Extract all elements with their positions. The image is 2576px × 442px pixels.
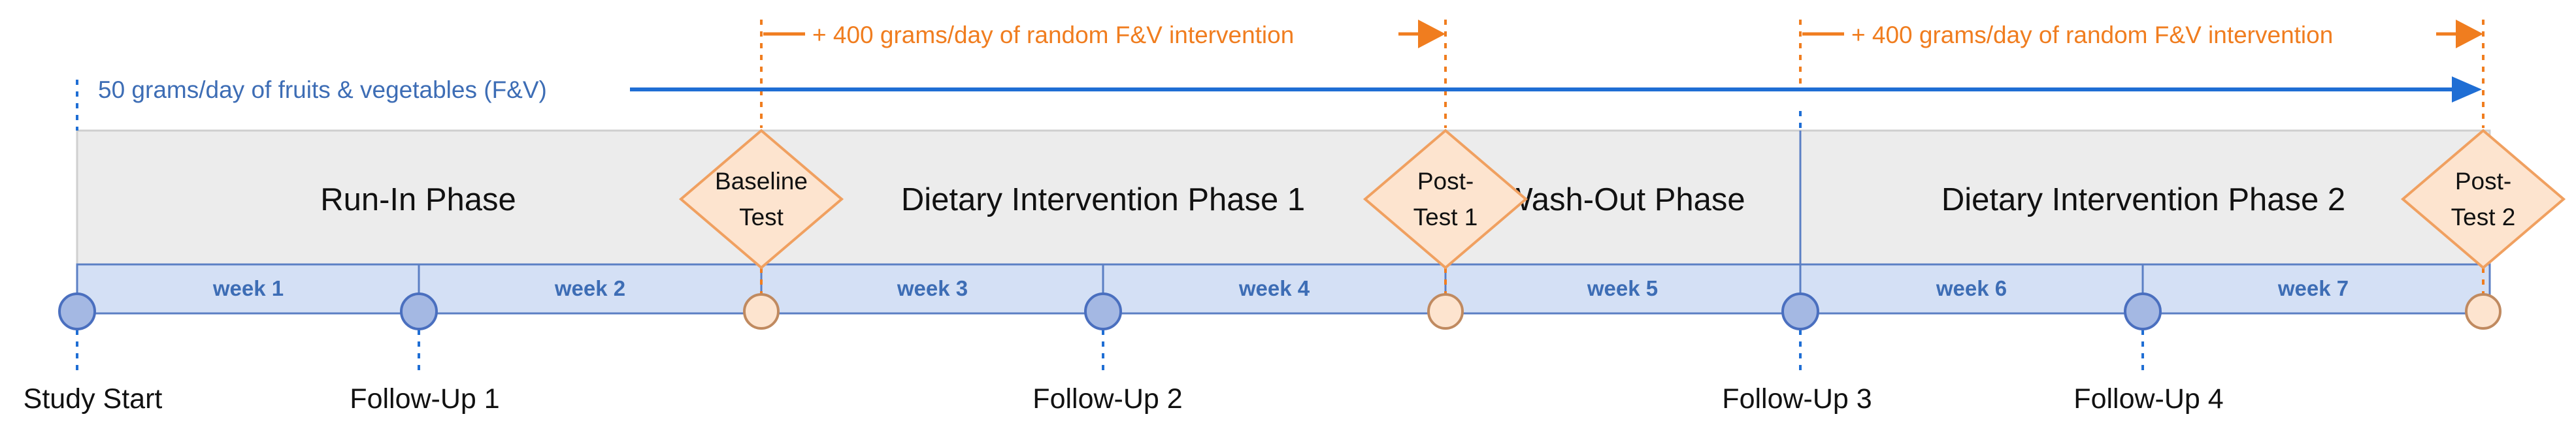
test-baseline: Baseline Test bbox=[678, 129, 844, 270]
week-band bbox=[76, 263, 2491, 315]
phase-band bbox=[76, 129, 2491, 266]
intervention-arrow-2: + 400 grams/day of random F&V interventi… bbox=[1802, 20, 2483, 48]
week-5-label: week 5 bbox=[1587, 276, 1658, 300]
week-labels: week 1 week 2 week 3 week 4 week 5 week … bbox=[212, 276, 2349, 300]
intervention-guides bbox=[760, 20, 2485, 297]
phase-run-in: Run-In Phase bbox=[320, 182, 516, 217]
milestone-follow-up-4: Follow-Up 4 bbox=[2073, 383, 2223, 415]
phase-wash-out: Wash-Out Phase bbox=[1502, 182, 1745, 217]
test-post-1-diamond bbox=[1362, 129, 1528, 270]
week-6-label: week 6 bbox=[1936, 276, 2007, 300]
node-follow-up-1 bbox=[400, 292, 438, 330]
node-baseline bbox=[743, 293, 780, 330]
base-intake-arrow: 50 grams/day of fruits & vegetables (F&V… bbox=[98, 76, 2482, 103]
test-post-2: Post- Test 2 bbox=[2400, 129, 2566, 270]
week-3-label: week 3 bbox=[897, 276, 968, 300]
week-4-label: week 4 bbox=[1238, 276, 1310, 300]
base-intake-label: 50 grams/day of fruits & vegetables (F&V… bbox=[98, 76, 547, 103]
week-1-label: week 1 bbox=[212, 276, 284, 300]
milestone-guides bbox=[76, 80, 2144, 372]
intervention-2-arrowhead bbox=[2456, 20, 2483, 48]
phase-intervention-1: Dietary Intervention Phase 1 bbox=[901, 182, 1305, 217]
test-baseline-diamond bbox=[678, 129, 844, 270]
intervention-2-label: + 400 grams/day of random F&V interventi… bbox=[1851, 22, 2333, 48]
test-post-1-line-2: Test 1 bbox=[1413, 204, 1478, 230]
node-post-test-2 bbox=[2465, 293, 2502, 330]
test-post-2-line-2: Test 2 bbox=[2451, 204, 2516, 230]
milestone-study-start: Study Start bbox=[24, 383, 163, 415]
node-follow-up-4 bbox=[2124, 292, 2162, 330]
test-baseline-line-1: Baseline bbox=[715, 168, 808, 195]
intervention-1-arrowhead bbox=[1418, 20, 1445, 48]
test-baseline-line-2: Test bbox=[739, 204, 784, 230]
milestone-labels: Study Start Follow-Up 1 Follow-Up 2 Foll… bbox=[24, 383, 2224, 415]
intervention-1-label: + 400 grams/day of random F&V interventi… bbox=[812, 22, 1294, 48]
week-7-label: week 7 bbox=[2277, 276, 2349, 300]
milestone-follow-up-3: Follow-Up 3 bbox=[1722, 383, 1872, 415]
base-intake-arrowhead bbox=[2452, 76, 2482, 103]
phase-intervention-2: Dietary Intervention Phase 2 bbox=[1941, 182, 2345, 217]
node-follow-up-2 bbox=[1084, 292, 1122, 330]
phase-labels: Run-In Phase Dietary Intervention Phase … bbox=[320, 182, 2345, 217]
test-post-1: Post- Test 1 bbox=[1362, 129, 1528, 270]
test-post-1-line-1: Post- bbox=[1417, 168, 1474, 195]
milestone-follow-up-1: Follow-Up 1 bbox=[350, 383, 499, 415]
timeline-nodes bbox=[58, 292, 2502, 330]
node-follow-up-3 bbox=[1781, 292, 1819, 330]
intervention-arrow-1: + 400 grams/day of random F&V interventi… bbox=[763, 20, 1445, 48]
milestone-follow-up-2: Follow-Up 2 bbox=[1032, 383, 1182, 415]
week-2-label: week 2 bbox=[554, 276, 625, 300]
test-post-2-diamond bbox=[2400, 129, 2566, 270]
node-study-start bbox=[58, 292, 96, 330]
node-post-test-1 bbox=[1427, 293, 1464, 330]
test-post-2-line-1: Post- bbox=[2455, 168, 2511, 195]
